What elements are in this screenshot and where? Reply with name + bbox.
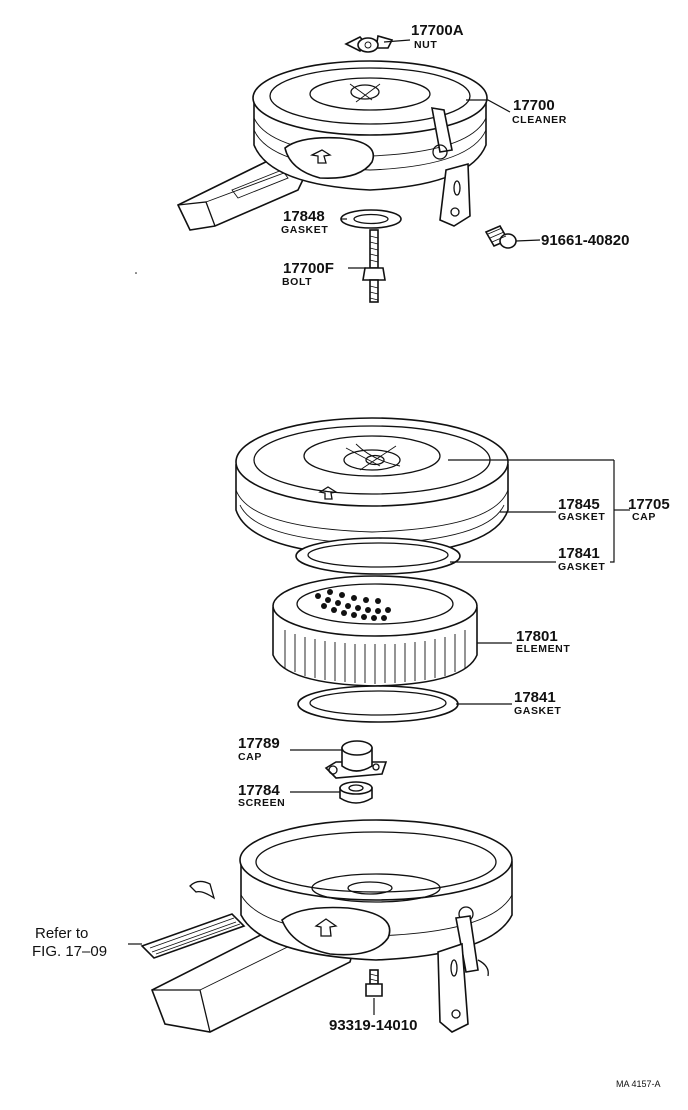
cap-assembly-drawing <box>235 417 509 557</box>
screen-number: 17784 <box>238 782 280 799</box>
gasket-17841-lower-name: GASKET <box>514 705 561 717</box>
reference-line-2: FIG. 17–09 <box>32 943 107 960</box>
bolt-93319-drawing <box>365 969 383 997</box>
air-cleaner-assembly-drawing <box>176 60 488 231</box>
cleaner-part-name: CLEANER <box>512 114 567 126</box>
screen-name: SCREEN <box>238 797 285 809</box>
gasket-17841-upper-drawing <box>295 537 461 575</box>
gasket-17848-drawing <box>340 209 402 229</box>
valve-cap-drawing <box>324 740 388 779</box>
cap-gasket-number: 17845 <box>558 496 600 513</box>
nut-part-name: NUT <box>414 39 437 51</box>
cleaner-part-number: 17700 <box>513 97 555 114</box>
gasket-17848-name: GASKET <box>281 224 328 236</box>
gasket-17841-lower-number: 17841 <box>514 689 556 706</box>
drawing-code: MA 4157-A <box>616 1079 661 1089</box>
lower-housing-drawing <box>150 819 513 1033</box>
bolt-93319-number: 93319-14010 <box>329 1017 417 1034</box>
bolt-17700f-number: 17700F <box>283 260 334 277</box>
bolt-17700f-name: BOLT <box>282 276 312 288</box>
gasket-17841-lower-drawing <box>297 685 459 723</box>
cap-assembly-name: CAP <box>632 511 656 523</box>
filter-element-drawing <box>272 575 478 687</box>
filter-pad-drawing <box>140 913 246 959</box>
element-pleats <box>284 630 466 684</box>
valve-cap-name: CAP <box>238 751 262 763</box>
bolt-91661-number: 91661-40820 <box>541 232 629 249</box>
cap-gasket-name: GASKET <box>558 511 605 523</box>
stud-bolt-17700f-drawing <box>362 229 386 303</box>
leader-lines <box>128 39 630 1015</box>
cap-assembly-number: 17705 <box>628 496 670 513</box>
element-number: 17801 <box>516 628 558 645</box>
reference-line-1: Refer to <box>35 925 88 942</box>
gasket-17848-number: 17848 <box>283 208 325 225</box>
element-name: ELEMENT <box>516 643 570 655</box>
nut-part-number: 17700A <box>411 22 464 39</box>
screen-drawing <box>339 781 373 804</box>
stray-dot <box>135 272 137 274</box>
gasket-17841-upper-number: 17841 <box>558 545 600 562</box>
bolt-91661-drawing <box>484 224 517 249</box>
valve-cap-number: 17789 <box>238 735 280 752</box>
element-perforations <box>315 589 391 621</box>
gasket-17841-upper-name: GASKET <box>558 561 605 573</box>
wing-nut-drawing <box>344 34 394 53</box>
